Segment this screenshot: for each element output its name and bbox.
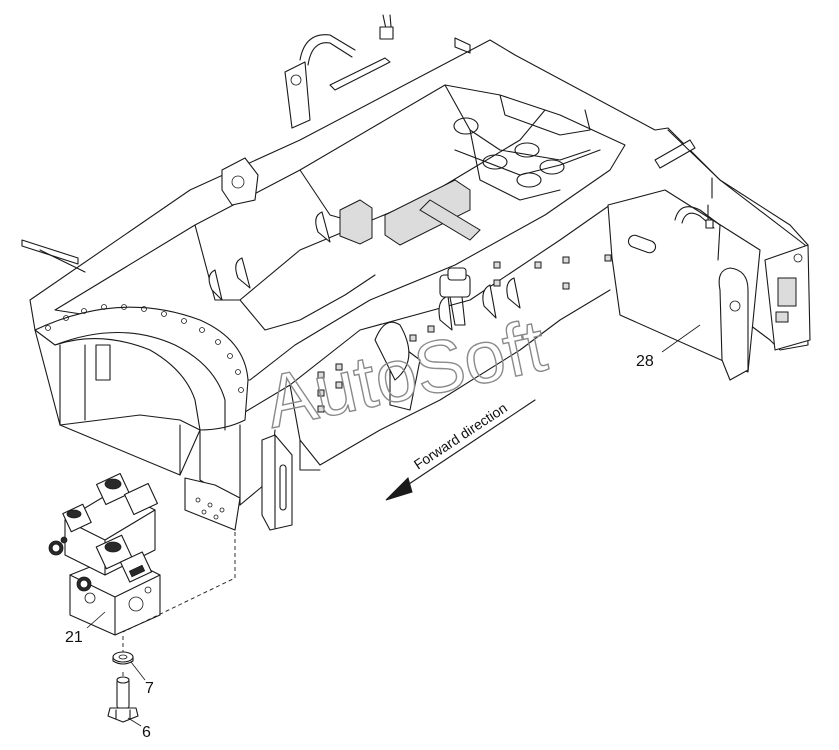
leader-28 [661, 324, 701, 353]
bolt [107, 676, 139, 723]
callout-7: 7 [145, 680, 154, 697]
callout-28: 28 [636, 353, 654, 370]
solenoid-coil-upper [48, 472, 158, 556]
solenoid-coil-lower [76, 534, 153, 592]
lifting-handle [284, 34, 356, 129]
flange-bolt-holes [45, 304, 244, 393]
leader-6 [127, 717, 142, 727]
rear-frame [21, 14, 809, 531]
valve-block [48, 472, 161, 636]
washer [112, 651, 134, 665]
deck-fins [208, 211, 521, 331]
callout-21: 21 [65, 629, 83, 646]
side-bolt-heads [317, 254, 612, 413]
valve-mounting-bracket [184, 477, 241, 531]
callout-6: 6 [142, 724, 151, 741]
forward-direction-arrow [385, 399, 536, 501]
rear-guard-assembly [607, 129, 811, 381]
leader-21 [86, 611, 106, 629]
leader-7 [130, 661, 146, 681]
